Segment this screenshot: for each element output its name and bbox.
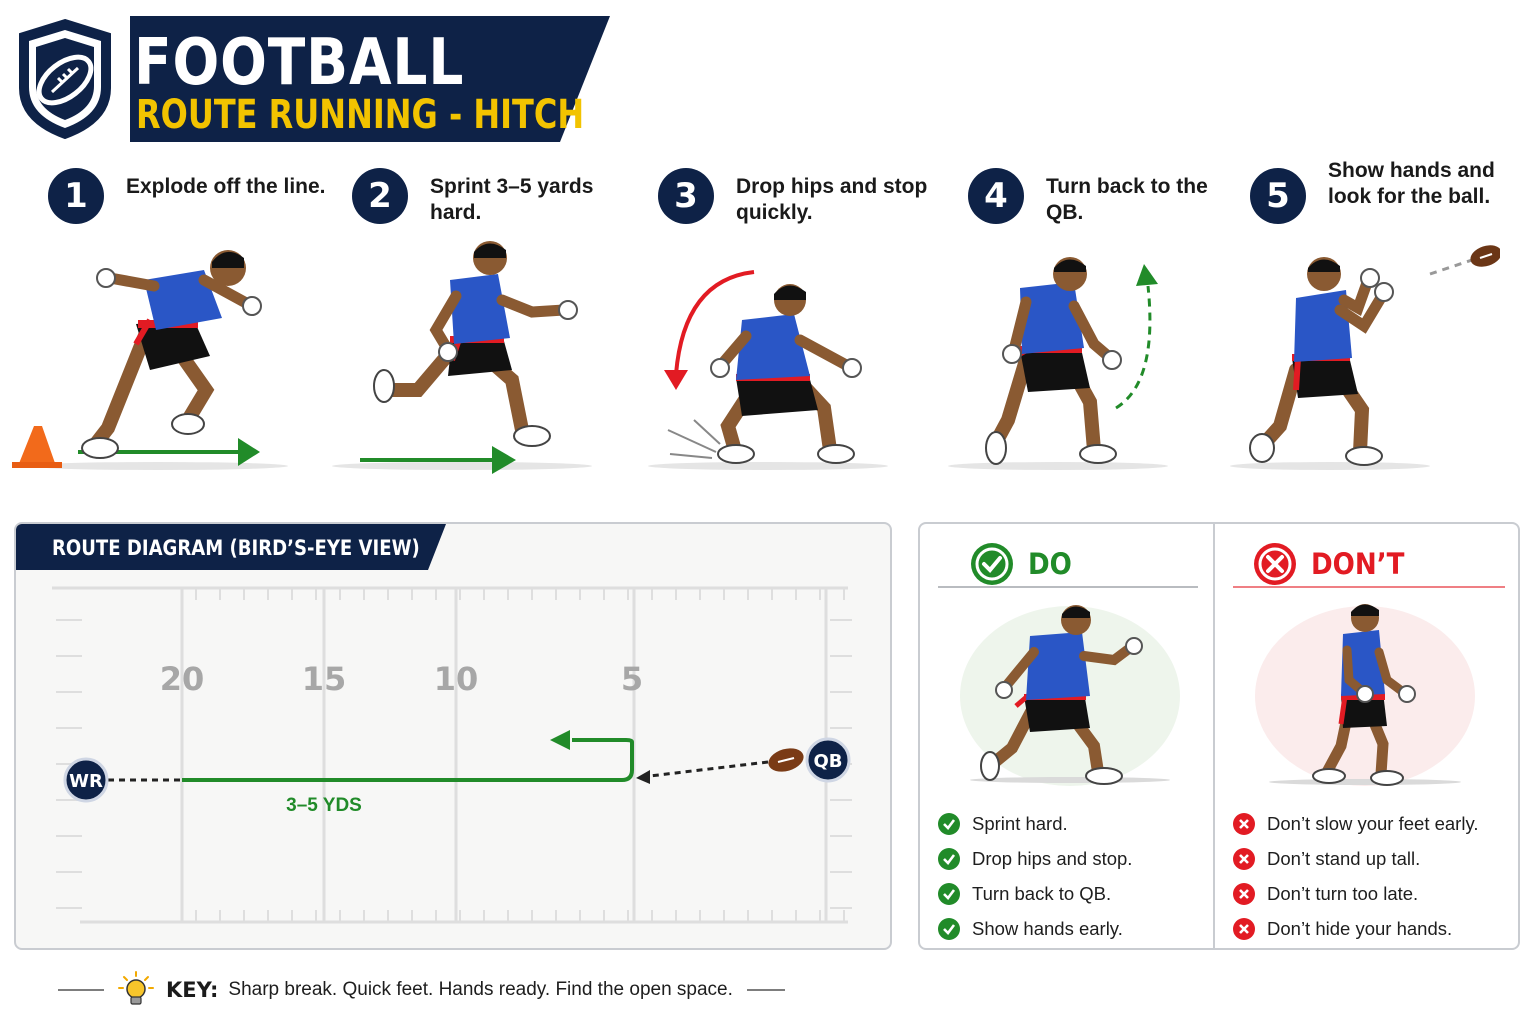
x-icon — [1233, 812, 1255, 835]
player-illustration — [948, 257, 1168, 470]
x-icon — [1233, 882, 1255, 905]
distance-label: 3–5 YDS — [286, 795, 362, 816]
key-divider — [58, 989, 104, 991]
list-item: Don’t slow your feet early. — [1233, 806, 1478, 841]
header-banner: FOOTBALL ROUTE RUNNING - HITCH — [0, 0, 620, 150]
qb-marker — [805, 737, 851, 783]
do-column: DO Sprint hard. Drop hips and stop. Turn… — [920, 524, 1213, 948]
x-circle-icon — [1254, 543, 1296, 585]
step-number: 3 — [658, 168, 714, 224]
dont-rule — [1233, 586, 1505, 588]
lightbulb-icon — [118, 971, 154, 1005]
step-label: Sprint 3–5 yards hard. — [430, 175, 594, 224]
yard-number-15: 15 — [302, 660, 347, 698]
step-label: Drop hips and stop quickly. — [736, 175, 928, 224]
do-dont-panel: DO Sprint hard. Drop hips and stop. Turn… — [918, 522, 1520, 950]
do-list: Sprint hard. Drop hips and stop. Turn ba… — [938, 806, 1132, 946]
step-number: 2 — [352, 168, 408, 224]
check-icon — [938, 917, 960, 940]
do-rule — [938, 586, 1198, 588]
step-number: 5 — [1250, 168, 1306, 224]
football-shield-icon — [19, 18, 111, 140]
key-divider — [746, 989, 785, 991]
do-heading-text: DO — [1028, 547, 1072, 581]
x-icon — [1233, 847, 1255, 870]
step-label: Explode off the line. — [126, 175, 326, 198]
route-arrow-icon — [550, 730, 570, 750]
dont-column: DON’T Don’t slow your feet early. Don’t … — [1215, 524, 1518, 948]
list-item: Don’t turn too late. — [1233, 876, 1478, 911]
player-illustration — [1230, 245, 1500, 470]
column-divider — [1213, 524, 1215, 948]
step-number: 1 — [48, 168, 104, 224]
list-item: Sprint hard. — [938, 806, 1132, 841]
list-item: Turn back to QB. — [938, 876, 1132, 911]
wr-label: WR — [69, 771, 103, 792]
do-player-illustration — [960, 605, 1180, 786]
route-field: 20 15 10 5 WR QB 3–5 YDS — [52, 586, 852, 924]
key-footer: KEY: Sharp break. Quick feet. Hands read… — [58, 966, 785, 1014]
check-icon — [938, 882, 960, 905]
route-diagram-panel: ROUTE DIAGRAM (BIRD’S-EYE VIEW) 20 15 10… — [14, 522, 892, 950]
qb-label: QB — [813, 751, 842, 772]
check-icon — [938, 812, 960, 835]
player-illustration — [332, 241, 592, 474]
yard-number-5: 5 — [621, 660, 643, 698]
dont-heading-text: DON’T — [1311, 547, 1405, 581]
hitch-route-path — [182, 738, 634, 782]
route-diagram-tab — [16, 524, 446, 570]
step-label: Show hands and look for the ball. — [1328, 159, 1495, 208]
check-icon — [938, 847, 960, 870]
player-illustration — [648, 270, 888, 470]
dont-player-illustration — [1255, 604, 1475, 786]
player-illustration — [12, 250, 288, 470]
yard-number-10: 10 — [434, 660, 479, 698]
list-item: Drop hips and stop. — [938, 841, 1132, 876]
key-label: KEY: — [166, 978, 219, 1002]
do-heading: DO — [970, 540, 1077, 588]
check-circle-icon — [971, 543, 1013, 585]
dont-list: Don’t slow your feet early. Don’t stand … — [1233, 806, 1478, 946]
step-label: Turn back to the QB. — [1046, 175, 1208, 224]
dont-heading: DON’T — [1253, 540, 1415, 588]
list-item: Show hands early. — [938, 911, 1132, 946]
route-diagram-title: ROUTE DIAGRAM (BIRD’S-EYE VIEW) — [52, 536, 420, 560]
ball-path-line — [649, 760, 769, 778]
x-icon — [1233, 917, 1255, 940]
page-title: FOOTBALL — [134, 26, 465, 100]
page-subtitle: ROUTE RUNNING - HITCH — [136, 92, 585, 138]
key-text: Sharp break. Quick feet. Hands ready. Fi… — [228, 979, 733, 1000]
wr-marker — [63, 757, 109, 803]
step-number: 4 — [968, 168, 1024, 224]
yard-number-20: 20 — [160, 660, 205, 698]
list-item: Don’t hide your hands. — [1233, 911, 1478, 946]
list-item: Don’t stand up tall. — [1233, 841, 1478, 876]
ball-path-arrow-icon — [636, 770, 650, 784]
